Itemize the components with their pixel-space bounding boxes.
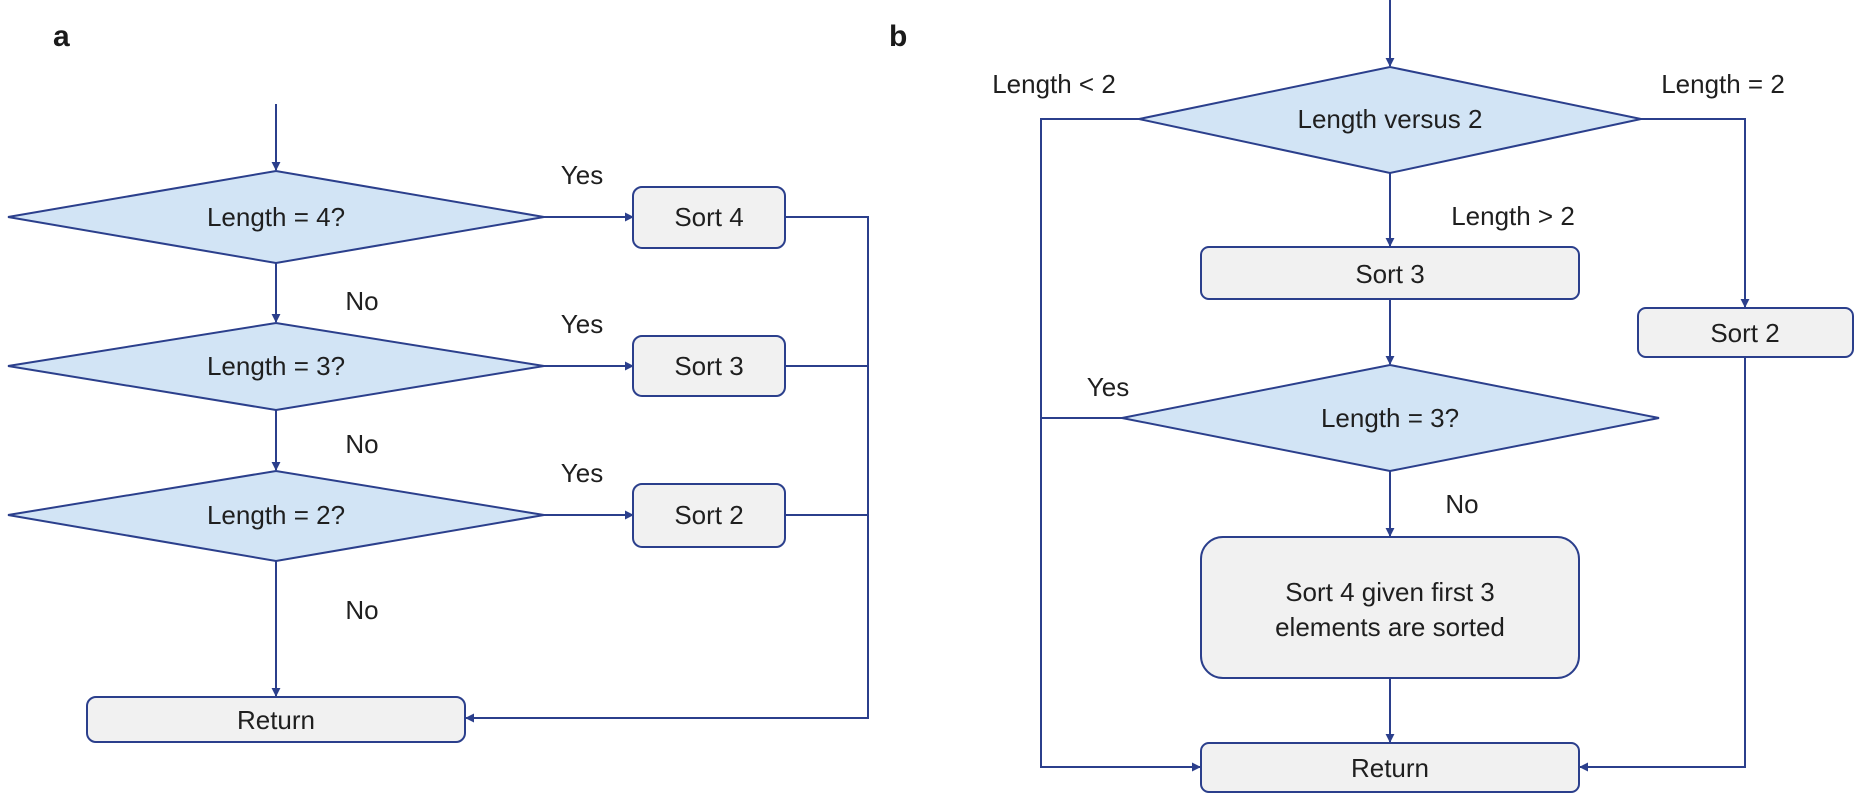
label-yes-b: Yes <box>1087 372 1129 402</box>
label-length-lt-2: Length < 2 <box>992 69 1116 99</box>
label-no-b: No <box>1445 489 1478 519</box>
box-sort-4-given-line-2: elements are sorted <box>1275 612 1505 642</box>
decision-length-3-b <box>1121 363 1660 473</box>
label-yes-3: Yes <box>561 458 603 488</box>
decision-length-3 <box>7 321 545 412</box>
panel-b-label: b <box>889 20 907 53</box>
panel-a: a Length = 4? Length = 3? Length = 2? So… <box>7 20 869 743</box>
box-sort-3-b-label: Sort 3 <box>1355 259 1424 289</box>
edge-dv-s2 <box>1641 118 1750 308</box>
box-sort-3-b <box>1200 246 1580 300</box>
panel-b: b Length versus 2 Sort 3 Sort 2 Length =… <box>889 0 1854 793</box>
box-sort-4-given <box>1200 536 1580 679</box>
decision-length-4-label: Length = 4? <box>207 202 345 232</box>
decision-length-versus-2 <box>1138 65 1642 175</box>
label-yes-2: Yes <box>561 309 603 339</box>
box-return-b <box>1200 742 1580 793</box>
label-no-2: No <box>345 429 378 459</box>
decision-length-2-label: Length = 2? <box>207 500 345 530</box>
box-return-b-label: Return <box>1351 753 1429 783</box>
box-sort-4 <box>632 186 786 249</box>
decision-length-versus-2-label: Length versus 2 <box>1297 104 1482 134</box>
label-yes-1: Yes <box>561 160 603 190</box>
box-sort-4-given-line-1: Sort 4 given first 3 <box>1285 577 1495 607</box>
decision-length-4 <box>7 169 545 265</box>
edge-s2-return <box>1579 357 1746 772</box>
box-return-a <box>86 696 466 743</box>
decision-length-2 <box>7 469 545 563</box>
label-length-gt-2: Length > 2 <box>1451 201 1575 231</box>
box-sort-3 <box>632 335 786 397</box>
edge-dv-return <box>1040 118 1201 772</box>
box-sort-2-b <box>1637 307 1854 358</box>
edge-s4-return <box>465 216 869 723</box>
panel-a-label: a <box>53 20 70 53</box>
box-sort-2-label: Sort 2 <box>674 500 743 530</box>
label-no-3: No <box>345 595 378 625</box>
box-sort-2-b-label: Sort 2 <box>1710 318 1779 348</box>
decision-length-3-label: Length = 3? <box>207 351 345 381</box>
label-length-eq-2: Length = 2 <box>1661 69 1785 99</box>
decision-length-3-b-label: Length = 3? <box>1321 403 1459 433</box>
box-sort-4-label: Sort 4 <box>674 202 743 232</box>
box-sort-2 <box>632 483 786 548</box>
label-no-1: No <box>345 286 378 316</box>
box-sort-3-label: Sort 3 <box>674 351 743 381</box>
box-return-a-label: Return <box>237 705 315 735</box>
